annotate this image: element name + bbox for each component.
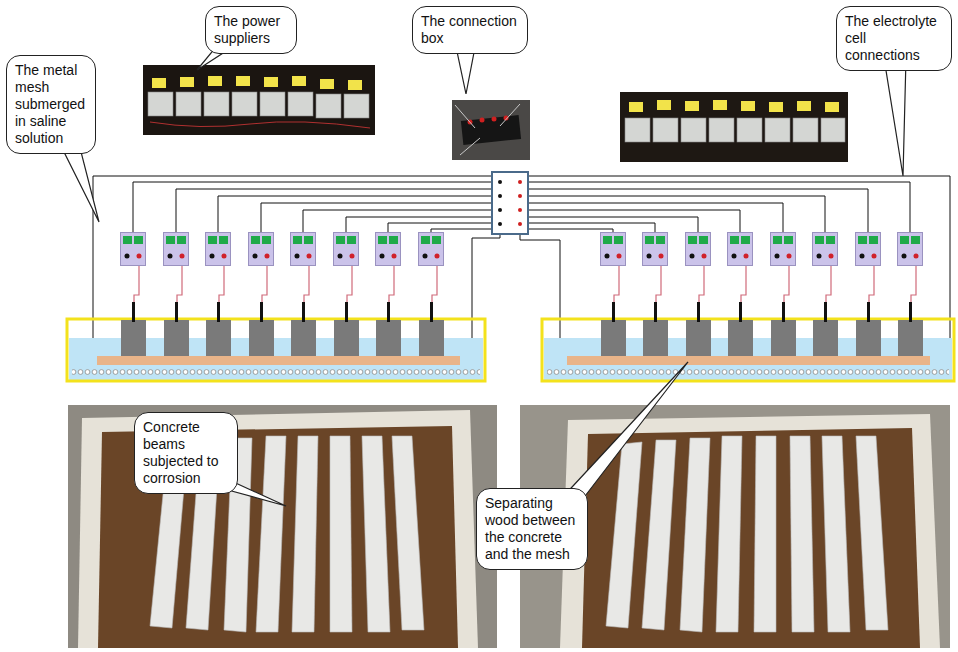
callout-bubble: The power suppliers [205, 6, 297, 54]
electrolyte-tank [67, 319, 954, 381]
callout-bubble: Concrete beams subjected to corrosion [134, 412, 238, 494]
callout-bubble: The metal mesh submerged in saline solut… [6, 55, 96, 154]
callout-bubble: The electrolyte cell connections [836, 6, 952, 71]
callout-bubble: Separating wood between the concrete and… [476, 488, 588, 570]
callout-text: Separating wood between the concrete and… [485, 495, 579, 563]
power-supply-photo [620, 92, 848, 162]
callout-text: The connection box [421, 13, 519, 47]
callout-text: Concrete beams subjected to corrosion [143, 419, 229, 487]
callout-text: The metal mesh submerged in saline solut… [15, 62, 87, 147]
callout-text: The electrolyte cell connections [845, 13, 943, 64]
connection-box-symbol [492, 172, 528, 234]
tank-photo [68, 405, 497, 648]
callout-bubble: The connection box [412, 6, 528, 54]
callout-tail [58, 42, 906, 506]
power-supply-photo [143, 65, 375, 135]
power-supply-symbol [121, 233, 923, 266]
callout-text: The power suppliers [214, 13, 288, 47]
concrete-beam-symbol [121, 266, 923, 356]
connection-box-photo [452, 100, 530, 160]
